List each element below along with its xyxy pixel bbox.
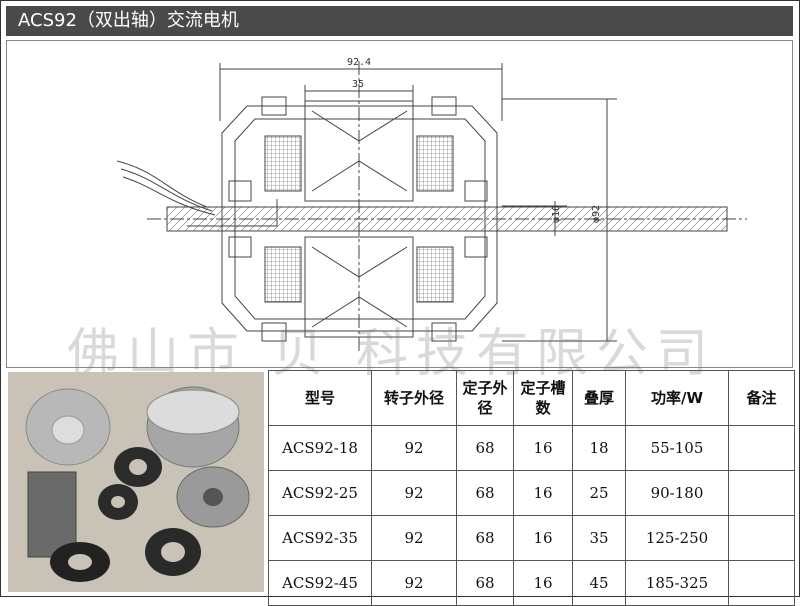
cell-power: 90-180 [625, 470, 729, 516]
cell-remarks [728, 515, 795, 561]
cell-stack-thickness: 45 [572, 560, 626, 606]
cell-model: ACS92-45 [268, 560, 372, 606]
cell-rotor-od: 92 [371, 470, 457, 516]
header-remarks: 备注 [728, 370, 795, 426]
cell-remarks [728, 470, 795, 516]
cell-rotor-od: 92 [371, 425, 457, 471]
dim-width-label: 92.4 [347, 57, 371, 68]
cell-stator-od: 68 [456, 515, 514, 561]
cell-power: 125-250 [625, 515, 729, 561]
table-row: ACS92-35 92 68 16 35 125-250 [268, 515, 795, 561]
header-power: 功率/W [625, 370, 729, 426]
cell-model: ACS92-35 [268, 515, 372, 561]
cell-rotor-od: 92 [371, 515, 457, 561]
cell-stack-thickness: 35 [572, 515, 626, 561]
motor-parts-photo [8, 372, 264, 592]
header-stack-thickness: 叠厚 [572, 370, 626, 426]
cell-remarks [728, 425, 795, 471]
cell-power: 55-105 [625, 425, 729, 471]
motor-cross-section-svg: 92.4 35 φ16 φ92 [116, 57, 747, 351]
cell-stator-slots: 16 [513, 470, 573, 516]
header-model: 型号 [268, 370, 372, 426]
table-row: ACS92-18 92 68 16 18 55-105 [268, 425, 795, 471]
cell-stack-thickness: 18 [572, 425, 626, 471]
cell-stator-od: 68 [456, 425, 514, 471]
header-stator-od: 定子外径 [456, 370, 514, 426]
table-header-row: 型号 转子外径 定子外径 定子槽数 叠厚 功率/W 备注 [268, 370, 795, 426]
cell-stack-thickness: 25 [572, 470, 626, 516]
cell-stator-slots: 16 [513, 560, 573, 606]
cell-model: ACS92-25 [268, 470, 372, 516]
parts-illustration [25, 386, 250, 582]
table-row: ACS92-25 92 68 16 25 90-180 [268, 470, 795, 516]
dim-diameter-label: φ92 [591, 205, 602, 223]
cell-model: ACS92-18 [268, 425, 372, 471]
header-rotor-od: 转子外径 [371, 370, 457, 426]
cell-power: 185-325 [625, 560, 729, 606]
header-stator-slots: 定子槽数 [513, 370, 573, 426]
cell-stator-slots: 16 [513, 515, 573, 561]
dim-shaft-label: φ16 [551, 205, 562, 223]
cell-stator-od: 68 [456, 470, 514, 516]
cell-remarks [728, 560, 795, 606]
cell-stator-slots: 16 [513, 425, 573, 471]
table-row: ACS92-45 92 68 16 45 185-325 [268, 560, 795, 606]
spec-table: 型号 转子外径 定子外径 定子槽数 叠厚 功率/W 备注 ACS92-18 92… [268, 370, 795, 606]
dim-core-label: 35 [352, 79, 364, 90]
page-title: ACS92（双出轴）交流电机 [6, 6, 793, 36]
cell-stator-od: 68 [456, 560, 514, 606]
cell-rotor-od: 92 [371, 560, 457, 606]
technical-drawing: 92.4 35 φ16 φ92 佛山市 贝 科技有限公司 [6, 40, 793, 384]
